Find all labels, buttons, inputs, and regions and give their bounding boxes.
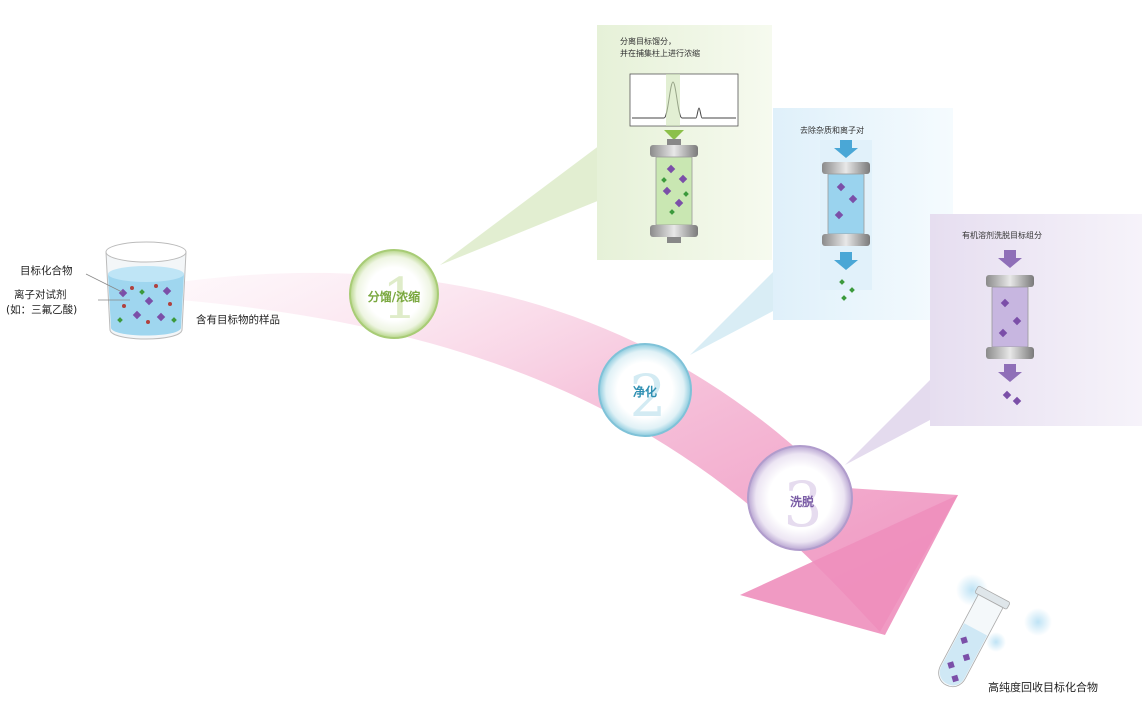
step-2-label: 净化 xyxy=(632,385,657,399)
result-tube xyxy=(938,574,1052,688)
purify-panel-title: 去除杂质和离子对 xyxy=(800,126,864,135)
step-3-label: 洗脱 xyxy=(789,495,814,509)
sample-beaker xyxy=(105,241,187,340)
chromatogram xyxy=(629,73,739,127)
step-1-circle: 1 xyxy=(349,249,439,339)
target-compound-label: 目标化合物 xyxy=(20,265,73,277)
ion-pair-label: 离子对试剂 xyxy=(14,289,67,301)
step-3-circle: 3 xyxy=(747,445,853,551)
trap-column-blue xyxy=(822,162,870,246)
ion-pair-example: (如：三氟乙酸) xyxy=(6,304,78,316)
trap-column-green xyxy=(650,139,698,243)
connector-step1 xyxy=(440,145,600,265)
step-2-circle: 2 xyxy=(598,343,692,437)
separation-panel-line1: 分离目标馏分， xyxy=(620,37,676,46)
step-3-number: 3 xyxy=(783,468,822,541)
trap-column-purple xyxy=(986,275,1034,359)
step-1-label: 分馏/浓缩 xyxy=(367,290,421,304)
result-caption: 高纯度回收目标化合物 xyxy=(988,681,1098,694)
separation-panel-line2: 并在捕集柱上进行浓缩 xyxy=(620,49,700,58)
step-2-number: 2 xyxy=(630,362,667,430)
elute-panel xyxy=(930,214,1142,426)
connector-step3 xyxy=(845,380,930,465)
elute-panel-title: 有机溶剂洗脱目标组分 xyxy=(962,231,1042,240)
connector-step2 xyxy=(690,270,775,355)
step-1-number: 1 xyxy=(382,267,418,332)
sample-caption: 含有目标物的样品 xyxy=(196,314,280,326)
